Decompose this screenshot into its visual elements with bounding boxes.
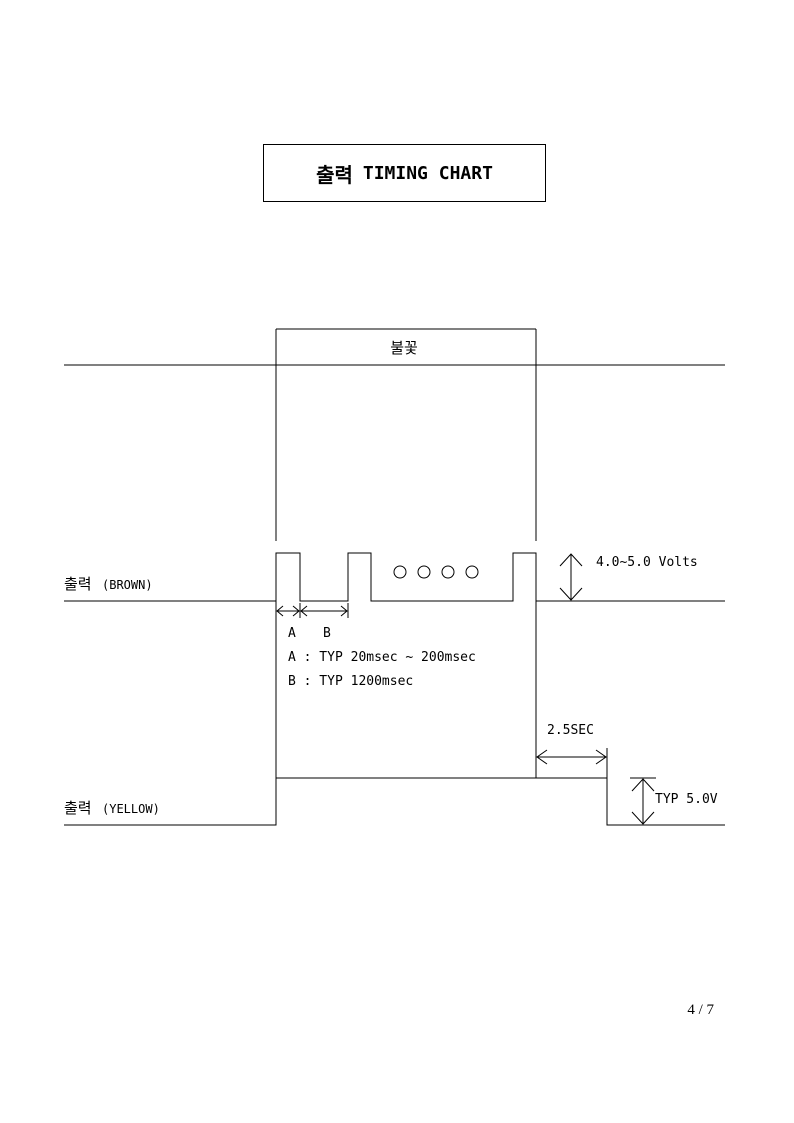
note-b: B : TYP 1200msec: [288, 674, 413, 689]
brown-amp-head-top: [559, 553, 583, 567]
repeat-circle: [393, 565, 407, 579]
arrow-b-head-right: [340, 605, 348, 617]
arrow-a-head-left: [276, 605, 284, 617]
brown-signal-left: [64, 552, 725, 602]
segment-b-label: B: [323, 626, 331, 641]
title-box: 출력 TIMING CHART: [263, 144, 546, 202]
segment-a-label: A: [288, 626, 296, 641]
page-number: 4 / 7: [687, 1002, 714, 1018]
brown-amp-head-bottom: [559, 587, 583, 601]
yellow-amp-head-bottom: [631, 811, 655, 825]
delay-label: 2.5SEC: [547, 723, 594, 738]
yellow-label-en: (YELLOW): [102, 802, 160, 816]
yellow-signal: [64, 777, 725, 826]
repeat-circle: [465, 565, 479, 579]
repeat-circle: [441, 565, 455, 579]
note-a: A : TYP 20msec ~ 200msec: [288, 650, 476, 665]
brown-label-en: (BROWN): [102, 578, 153, 592]
flame-label: 불꽃: [390, 339, 418, 357]
delay-head-left: [536, 749, 548, 765]
title-korean: 출력: [316, 162, 353, 187]
brown-label-kr: 출력: [64, 575, 92, 593]
yellow-label-kr: 출력: [64, 799, 92, 817]
brown-amplitude-label: 4.0~5.0 Volts: [596, 555, 698, 570]
yellow-amplitude-label: TYP 5.0V: [655, 792, 718, 807]
yellow-amp-head-top: [631, 778, 655, 792]
delay-head-right: [595, 749, 607, 765]
arrow-b-head-left: [300, 605, 308, 617]
repeat-circle: [417, 565, 431, 579]
arrow-a-head-right: [292, 605, 300, 617]
title-english: TIMING CHART: [362, 162, 493, 184]
